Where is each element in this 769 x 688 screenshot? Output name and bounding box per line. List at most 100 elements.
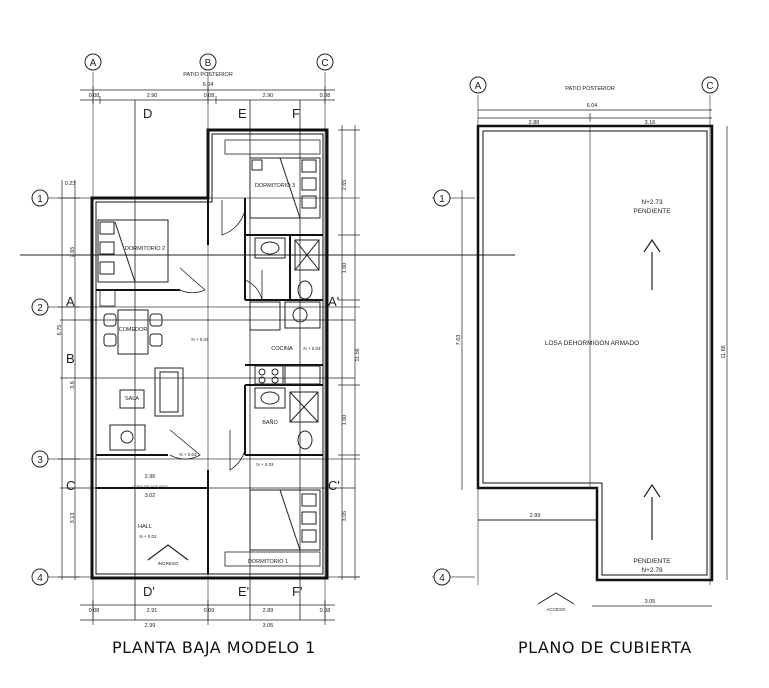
left-dim-3: 6.75 xyxy=(57,325,63,336)
left-dim-2: 2.65 xyxy=(70,247,76,258)
axis-label-col-b: B xyxy=(205,58,212,69)
roof-right-dim: 11.66 xyxy=(721,345,727,358)
top-dim-4: 2.90 xyxy=(263,93,274,99)
roof-bottom-dim-left: 2.99 xyxy=(530,513,541,519)
losa-note: LOSA DE VOLADO xyxy=(133,484,168,489)
right-dim-2: 1.60 xyxy=(342,263,348,274)
roof-center-label: LOSA DEHORMIGON ARMADO xyxy=(545,340,639,347)
bottom-dim-b-2: 3.05 xyxy=(263,623,274,629)
roof-access-label: ACCESO xyxy=(546,607,566,612)
right-dim-5: 11.56 xyxy=(355,348,361,361)
section-mark-e: E xyxy=(238,106,247,121)
level-2: N + 0.03 xyxy=(303,346,321,351)
section-mark-d2: D' xyxy=(143,584,155,599)
bed-dormitorio-2 xyxy=(97,219,169,283)
top-dim-2: 2.90 xyxy=(147,93,158,99)
wardrobes xyxy=(99,139,321,567)
exterior-walls-inner xyxy=(95,133,324,575)
roof-bottom-dim-right: 3.05 xyxy=(645,599,656,605)
living-table xyxy=(109,389,146,451)
sofa xyxy=(154,367,184,417)
right-dimensions xyxy=(338,125,360,580)
roof-upper-level: N+2.73 xyxy=(641,199,663,206)
roof-top-label: PATIO POSTERIOR xyxy=(565,86,615,92)
roof-axis-label-1: 1 xyxy=(439,194,445,205)
roof-outline-inner xyxy=(482,130,708,576)
roof-top-dim-2: 3.16 xyxy=(645,120,656,126)
right-dim-1: 2.65 xyxy=(342,180,348,191)
roof-upper-slope: PENDIENTE xyxy=(633,208,671,215)
hall-dim-1: 2.96 xyxy=(145,474,156,480)
top-dim-5: 0.08 xyxy=(320,93,331,99)
room-dormitorio-2: DORMITORIO 2 xyxy=(125,246,165,252)
axis-label-row-2: 2 xyxy=(37,303,43,314)
axis-label-col-c: C xyxy=(321,58,328,69)
axis-label-row-1: 1 xyxy=(37,194,43,205)
room-bano: BAÑO xyxy=(262,419,278,426)
roof-plan-caption: PLANO DE CUBIERTA xyxy=(518,638,692,657)
bottom-dim-a-1: 0.08 xyxy=(89,608,100,614)
section-mark-d: D xyxy=(143,106,152,121)
top-dim-1: 0.08 xyxy=(89,93,100,99)
axis-label-col-a: A xyxy=(90,58,97,69)
roof-top-dimensions xyxy=(478,109,712,122)
roof-plan xyxy=(432,76,728,607)
section-mark-a: A xyxy=(66,294,75,309)
level-4: N + 0.03 xyxy=(256,462,274,467)
room-ingreso: INGRESO xyxy=(158,561,179,566)
room-cocina: COCINA xyxy=(271,346,293,352)
section-mark-c: C xyxy=(66,478,75,493)
top-label: PATIO POSTERIOR xyxy=(183,72,233,78)
interior-walls xyxy=(96,198,323,574)
level-3: N + 0.03 xyxy=(179,452,197,457)
bed-dormitorio-1 xyxy=(249,489,321,551)
roof-top-dim-1: 2.88 xyxy=(529,120,540,126)
roof-outline xyxy=(476,124,714,582)
section-mark-f2: F' xyxy=(292,584,302,599)
left-dimensions xyxy=(58,180,80,580)
section-mark-f: F xyxy=(292,106,300,121)
ground-floor-plan xyxy=(20,53,515,625)
dining-table xyxy=(103,309,163,355)
roof-left-dim: 7.63 xyxy=(456,335,462,346)
slope-arrow-up xyxy=(643,238,661,290)
left-dim-5: 3.13 xyxy=(70,513,76,524)
top-overall-dim: 6.04 xyxy=(203,82,214,88)
room-hall: HALL xyxy=(138,524,152,530)
kitchen-counter xyxy=(249,301,321,385)
slope-arrow-lower xyxy=(643,483,661,540)
roof-axis-bubbles xyxy=(433,76,719,586)
axis-bubbles xyxy=(31,53,334,586)
doors xyxy=(169,200,263,471)
section-mark-b: B xyxy=(66,351,75,366)
entrance-arrow xyxy=(147,544,189,561)
bottom-dim-a-5: 0.08 xyxy=(320,608,331,614)
room-dormitorio-3: DORMITORIO 3 xyxy=(255,183,295,189)
bottom-dim-a-4: 2.89 xyxy=(263,608,274,614)
bottom-dim-b-1: 2.99 xyxy=(145,623,156,629)
roof-lower-slope: PENDIENTE xyxy=(633,558,671,565)
access-arrow xyxy=(537,592,575,605)
section-mark-a2: A' xyxy=(328,294,339,309)
roof-axis-label-a: A xyxy=(475,81,482,92)
bed-dormitorio-3 xyxy=(249,157,321,219)
axis-label-row-3: 3 xyxy=(37,455,43,466)
top-dimensions xyxy=(80,86,335,104)
level-5: N + 0.03 xyxy=(139,534,157,539)
ground-floor-caption: PLANTA BAJA MODELO 1 xyxy=(112,638,316,657)
section-mark-c2: C' xyxy=(328,478,340,493)
bottom-dim-a-2: 2.91 xyxy=(147,608,158,614)
bathroom-fixtures xyxy=(254,237,320,450)
roof-axis-label-c: C xyxy=(706,81,713,92)
bottom-dim-a-3: 0.09 xyxy=(204,608,215,614)
axis-label-row-4: 4 xyxy=(37,573,43,584)
hall-dim-2: 3.02 xyxy=(145,493,156,499)
level-1: N + 0.03 xyxy=(191,337,209,342)
room-dormitorio-1: DORMITORIO 1 xyxy=(248,559,288,565)
right-dim-4: 3.05 xyxy=(342,511,348,522)
roof-lower-level: N+2.78 xyxy=(641,567,663,574)
bottom-dimensions xyxy=(80,600,335,625)
room-sala: SALA xyxy=(125,396,139,402)
roof-axis-label-4: 4 xyxy=(439,573,445,584)
